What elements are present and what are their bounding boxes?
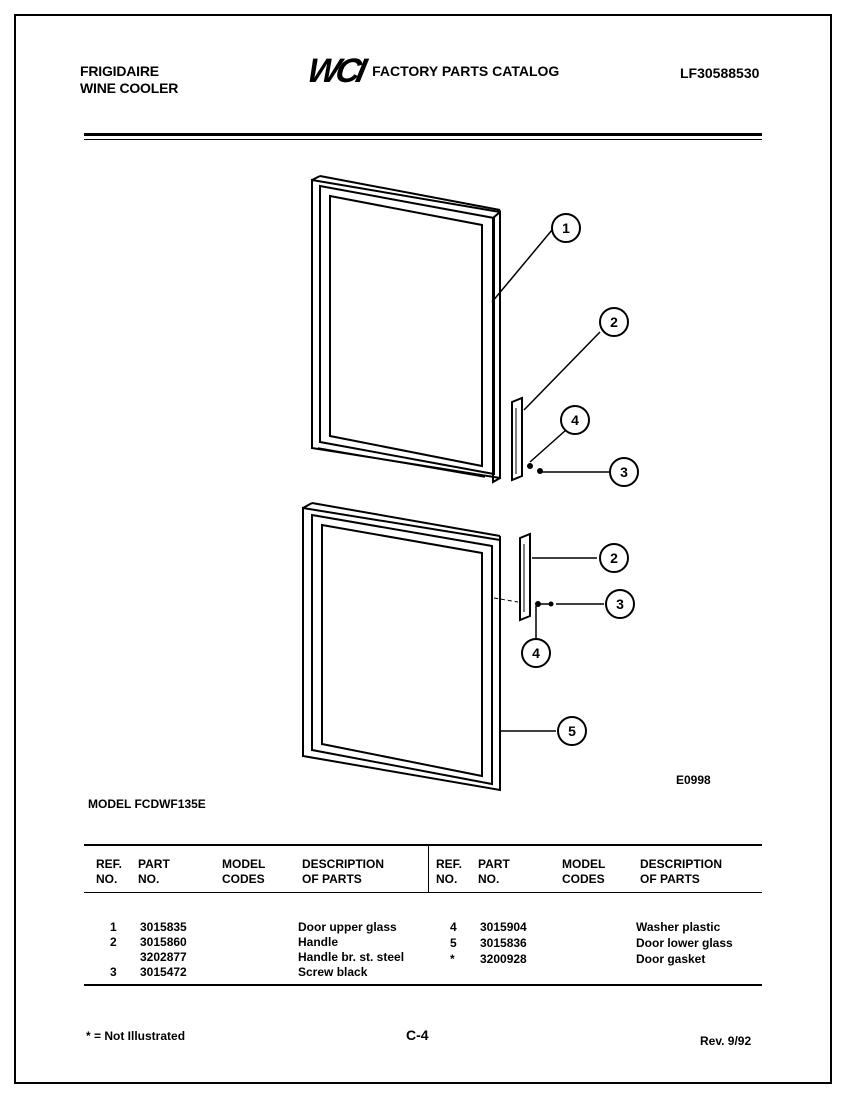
callout-4-upper: 4 [571, 412, 579, 428]
model-label: MODEL FCDWF135E [88, 797, 206, 811]
callout-3-upper: 3 [620, 464, 628, 480]
callout-5: 5 [568, 723, 576, 739]
header-rule-thin [84, 139, 762, 140]
table-row-part: 3015472 [140, 965, 187, 979]
brand-block: FRIGIDAIRE WINE COOLER [80, 63, 178, 97]
table-row: 2 [110, 935, 117, 949]
catalog-title: FACTORY PARTS CATALOG [372, 63, 560, 79]
not-illustrated-note: * = Not Illustrated [86, 1029, 186, 1043]
table-row-desc: Door gasket [636, 952, 706, 966]
table-row-desc: Handle [298, 935, 339, 949]
catalog-header: WCI FACTORY PARTS CATALOG [304, 52, 560, 90]
header-ref-no-right: REF.NO. [436, 857, 463, 886]
table-row-desc: Screw black [298, 965, 368, 979]
table-row: * [450, 952, 455, 966]
page-frame [14, 14, 832, 1084]
table-rule-header [84, 892, 762, 893]
callout-3-lower: 3 [616, 596, 624, 612]
table-row-desc: Washer plastic [636, 920, 721, 934]
page-number: C-4 [406, 1027, 429, 1043]
brand-name: FRIGIDAIRE [80, 63, 159, 79]
callout-2-lower: 2 [610, 550, 618, 566]
lower-handle-drawing [519, 532, 531, 622]
lower-door-drawing [302, 502, 501, 792]
header-ref-no-left: REF.NO. [96, 857, 123, 886]
table-row-part: 3202877 [140, 950, 187, 964]
table-rule-bottom [84, 984, 762, 986]
callout-4-lower: 4 [532, 645, 540, 661]
table-header-divider [428, 846, 429, 892]
table-row-part: 3015904 [480, 920, 527, 934]
table-row: 4 [450, 920, 457, 934]
product-name: WINE COOLER [80, 80, 179, 96]
diagram-code: E0998 [676, 773, 711, 787]
table-row-desc: Door lower glass [636, 936, 733, 950]
header-rule-thick [84, 133, 762, 136]
table-row-part: 3200928 [480, 952, 527, 966]
table-row-part: 3015860 [140, 935, 187, 949]
table-rule-top [84, 844, 762, 846]
table-row: 5 [450, 936, 457, 950]
catalog-number: LF30588530 [680, 65, 760, 81]
table-row-desc: Door upper glass [298, 920, 397, 934]
callout-2-upper: 2 [610, 314, 618, 330]
upper-handle-drawing [511, 396, 523, 482]
callout-1: 1 [562, 220, 570, 236]
table-row: 3 [110, 965, 117, 979]
table-row-part: 3015835 [140, 920, 187, 934]
upper-door-drawing [311, 175, 501, 484]
table-row-part: 3015836 [480, 936, 527, 950]
revision-date: Rev. 9/92 [700, 1034, 752, 1048]
table-row: 1 [110, 920, 117, 934]
table-row-desc: Handle br. st. steel [298, 950, 405, 964]
